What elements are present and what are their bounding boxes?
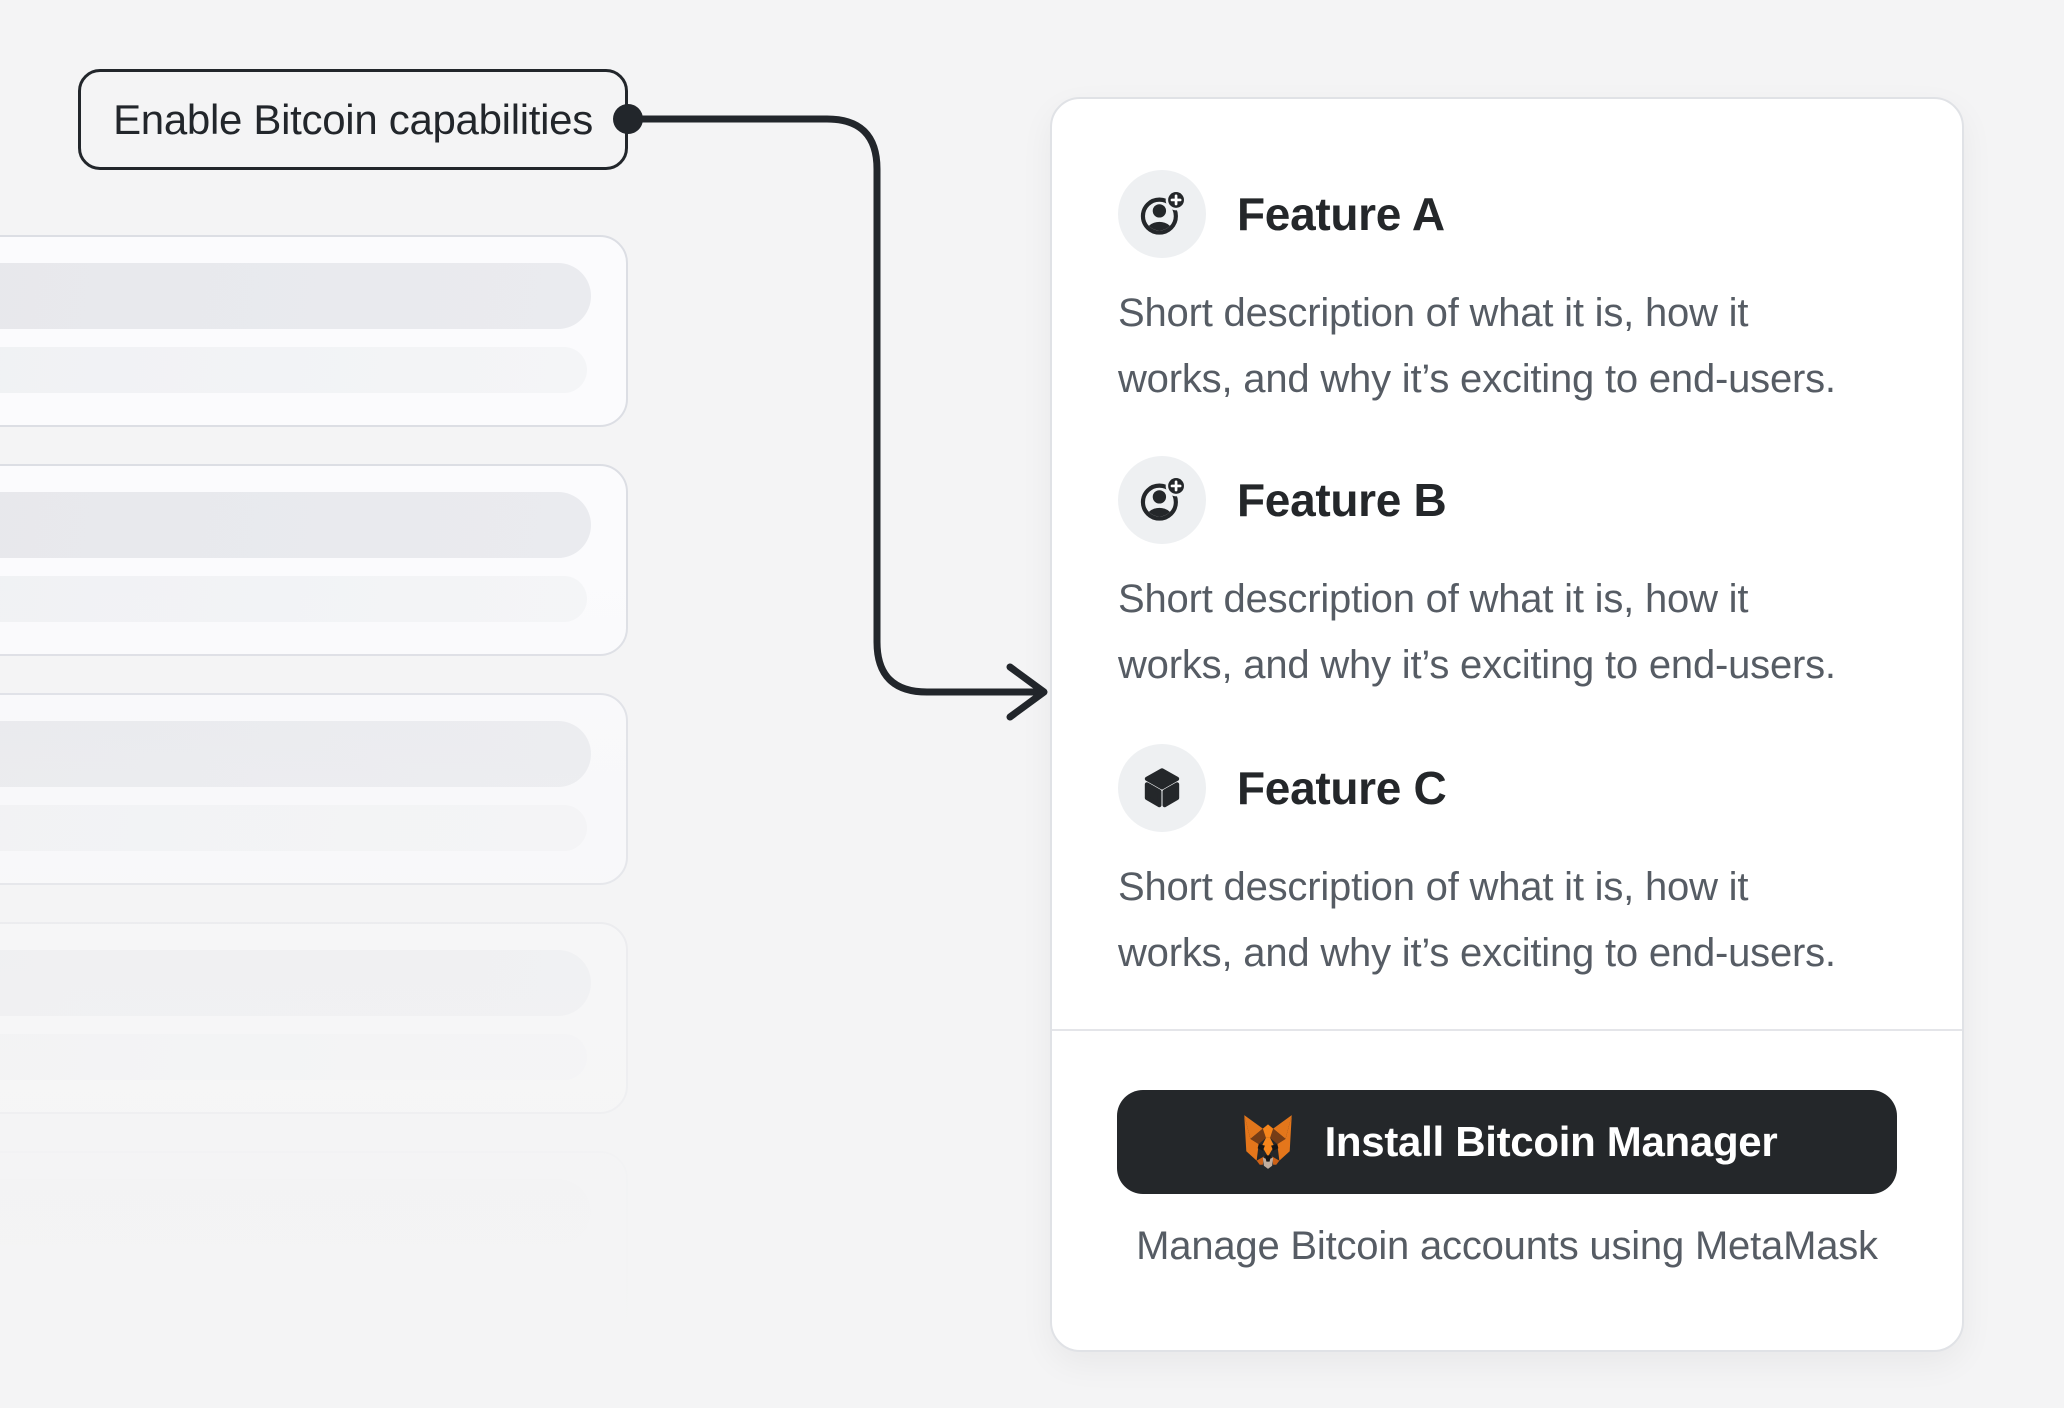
annotation-label: Enable Bitcoin capabilities: [113, 95, 593, 143]
feature-a-description-line2: works, and why it’s exciting to end-user…: [1118, 357, 1836, 401]
skeleton-bar: [0, 492, 591, 558]
feature-b-description-line1: Short description of what it is, how it: [1118, 577, 1749, 621]
feature-c-description: Short description of what it is, how it …: [1118, 854, 1918, 986]
feature-a-description-line1: Short description of what it is, how it: [1118, 291, 1749, 335]
card-caption: Manage Bitcoin accounts using MetaMask: [1136, 1224, 1878, 1268]
user-add-icon: [1118, 456, 1206, 544]
feature-a-description: Short description of what it is, how it …: [1118, 280, 1918, 412]
feature-c-description-line2: works, and why it’s exciting to end-user…: [1118, 931, 1836, 975]
feature-b-header: Feature B: [1118, 456, 1918, 544]
feature-section-c: Feature C Short description of what it i…: [1118, 744, 1918, 986]
feature-a-header: Feature A: [1118, 170, 1918, 258]
feature-b-description: Short description of what it is, how it …: [1118, 566, 1918, 698]
feature-section-b: Feature B Short description of what it i…: [1118, 456, 1918, 698]
skeleton-bar: [0, 263, 591, 329]
feature-section-a: Feature A Short description of what it i…: [1118, 170, 1918, 412]
skeleton-column: [0, 0, 760, 1408]
feature-c-description-line1: Short description of what it is, how it: [1118, 865, 1749, 909]
feature-card: Feature A Short description of what it i…: [1050, 97, 1964, 1352]
metamask-fox-icon: [1237, 1113, 1299, 1171]
install-button-label: Install Bitcoin Manager: [1324, 1118, 1778, 1165]
feature-c-header: Feature C: [1118, 744, 1918, 832]
annotation-pill: Enable Bitcoin capabilities: [78, 69, 628, 170]
feature-b-description-line2: works, and why it’s exciting to end-user…: [1118, 643, 1836, 687]
feature-a-title: Feature A: [1237, 188, 1445, 240]
arrowhead-icon: [1006, 663, 1048, 721]
install-bitcoin-manager-button[interactable]: Install Bitcoin Manager: [1117, 1090, 1897, 1194]
user-add-icon: [1118, 170, 1206, 258]
skeleton-fade-overlay: [0, 560, 760, 1408]
feature-c-title: Feature C: [1237, 762, 1447, 814]
feature-b-title: Feature B: [1237, 474, 1447, 526]
skeleton-card: [0, 235, 628, 427]
cube-icon: [1118, 744, 1206, 832]
card-divider: [1052, 1029, 1962, 1031]
skeleton-bar: [0, 347, 587, 393]
